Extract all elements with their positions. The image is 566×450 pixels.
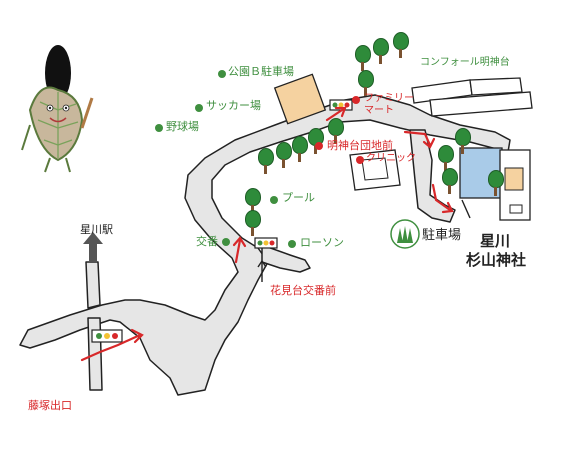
parking-label: 駐車場 (422, 228, 462, 243)
tree-icon (455, 128, 471, 154)
park-b-parking-building (273, 73, 327, 125)
comfort-building-3 (429, 91, 533, 117)
route-arrow-3-head (334, 106, 347, 118)
traffic-light-hanamidai (254, 237, 278, 249)
soccer-field-label: サッカー場 (206, 99, 261, 112)
shrine-road (409, 129, 456, 223)
tree-icon (355, 45, 371, 71)
pool-label: プール (282, 191, 315, 204)
park-b-parking-dot (218, 70, 226, 78)
shrine-hall (504, 167, 524, 191)
shrine-name-line2: 杉山神社 (466, 251, 527, 269)
route-arrow-1-head (130, 328, 144, 344)
pool-dot (270, 196, 278, 204)
tree-icon (328, 118, 344, 144)
route-arrow-3 (325, 106, 347, 122)
tree-icon (292, 136, 308, 162)
shrine-name-line1: 星川 (480, 232, 511, 250)
route-arrow-5 (431, 183, 452, 212)
soccer-field-dot (195, 104, 203, 112)
family-mart-label: ファミリー マート (364, 93, 414, 116)
hoshikawa-station-label: 星川駅 (80, 223, 113, 236)
tree-icon (245, 210, 261, 236)
tree-icon (488, 170, 504, 196)
myojindai-danchimae-label: 明神台団地前 (327, 139, 393, 152)
clinic-building-inner (361, 157, 389, 181)
tree-icon (276, 142, 292, 168)
tree-icon (442, 168, 458, 194)
baseball-field-dot (155, 124, 163, 132)
family-mart-dot (352, 96, 360, 104)
tree-icon (245, 188, 261, 214)
side-road (261, 244, 311, 273)
route-arrow-2-head (232, 236, 247, 248)
route-arrow-1 (80, 333, 142, 362)
lawson-dot (288, 240, 296, 248)
police-box-dot (222, 238, 230, 246)
comfort-building-2 (469, 77, 523, 96)
comfort-myojindai-label: コンフォール明神台 (420, 57, 510, 68)
tree-icon (258, 148, 274, 174)
fujizuka-exit-label: 藤塚出口 (28, 399, 72, 412)
shrine-gate (509, 204, 523, 214)
station-arrow (83, 232, 103, 262)
route-arrow-5-head (441, 201, 454, 214)
tree-icon (438, 145, 454, 171)
traffic-light-fujizuka (91, 329, 123, 343)
route-arrow-2 (234, 238, 242, 264)
route-arrow-4 (403, 130, 432, 147)
tree-icon (308, 128, 324, 154)
clinic-dot (356, 156, 364, 164)
park-b-parking-label: 公園Ｂ駐車場 (228, 65, 294, 78)
myojindai-dot (315, 142, 323, 150)
station-road (85, 261, 101, 309)
leaf-mascot-icon (21, 45, 94, 173)
clinic-label: クリニック (366, 153, 416, 164)
police-box-label: 交番 (196, 235, 218, 248)
tree-icon (393, 32, 409, 58)
tree-icon (373, 38, 389, 64)
hanamidai-koban-mae-label: 花見台交番前 (270, 284, 336, 297)
forest-parking-icon (390, 219, 420, 249)
lawson-label: ローソン (300, 236, 344, 249)
route-arrows (80, 106, 454, 362)
baseball-field-label: 野球場 (166, 120, 199, 133)
pointer-parking (461, 199, 471, 219)
route-arrow-4-head (422, 137, 436, 149)
tree-icon (358, 70, 374, 96)
